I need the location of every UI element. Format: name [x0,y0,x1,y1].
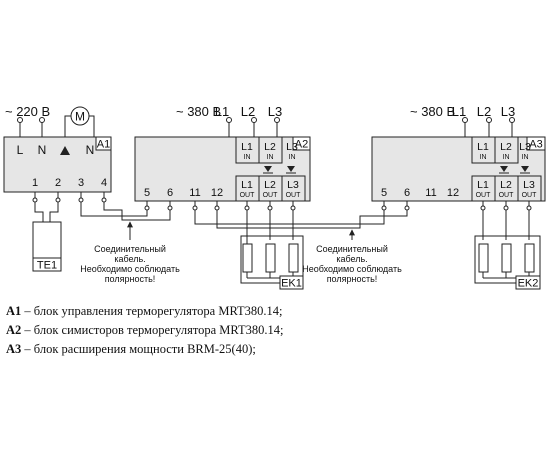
block-a2: A2 ~ 380 В L1 L2 L3 L1 L2 L3 IN IN IN L1… [134,104,311,290]
a1-id-box [95,136,112,151]
a2-voltage: ~ 380 В [176,104,221,119]
block-a1: A1 ~ 220 В M L N N 1 2 3 4 [3,104,112,272]
wiring-diagram: A1 ~ 220 В M L N N 1 2 3 4 [3,104,546,290]
svg-text:полярность!: полярность! [327,274,378,284]
a1-id: A1 [97,139,110,151]
heater-ek1: EK1 [240,235,304,290]
sensor-label: TE1 [37,260,57,272]
a1-top-terminal: N [86,143,95,157]
a2-out-label: L1 [241,179,253,191]
svg-text:Необходимо соблюдать: Необходимо соблюдать [302,264,402,274]
a2-phase: L2 [241,104,255,119]
a2-phase: L1 [215,104,229,119]
a2-body [134,136,311,202]
svg-text:кабель.: кабель. [336,254,367,264]
phase-triangle-icon [60,146,70,155]
a2-bottom-terminal: 5 [144,187,150,199]
svg-text:кабель.: кабель. [114,254,145,264]
svg-text:IN: IN [480,154,487,161]
svg-text:IN: IN [289,154,296,161]
svg-text:Соединительный: Соединительный [316,244,388,254]
cable-a2-a3 [194,210,408,229]
a2-phase: L3 [268,104,282,119]
a2-out-label: L2 [264,179,276,191]
svg-text:Соединительный: Соединительный [94,244,166,254]
a2-out-label: L3 [287,179,299,191]
svg-text:OUT: OUT [476,192,492,199]
a3-id-box [526,136,546,151]
svg-text:OUT: OUT [499,192,515,199]
note-right: Соединительный кабель. Необходимо соблюд… [302,244,402,284]
a1-bottom-terminal: 4 [101,177,107,189]
a1-bottom-terminal: 3 [78,177,84,189]
a3-id: A3 [529,139,542,151]
a2-id-box [292,136,311,151]
a3-in-label: L2 [500,141,512,153]
a3-out-label: L3 [523,179,535,191]
svg-text:IN: IN [244,154,251,161]
legend-row: A3 – блок расширения мощности BRM-25(40)… [6,342,256,356]
a1-top-terminal: N [38,143,47,157]
a2-in-label: L3 [286,141,298,153]
cable-a1-a2 [80,202,171,221]
a2-id: A2 [295,139,308,151]
svg-text:OUT: OUT [522,192,538,199]
a1-bottom-terminal: 2 [55,177,61,189]
a2-in-label: L1 [241,141,253,153]
block-a3: A3 ~ 380 В L1 L2 L3 L1 L2 L3 IN IN IN L1… [371,104,546,290]
load-label: EK1 [281,278,302,290]
a3-body [371,136,546,202]
a1-top-terminal: L [17,143,24,157]
svg-text:IN: IN [267,154,274,161]
a2-in-label: L2 [264,141,276,153]
triac-icon [499,166,530,174]
a3-bottom-terminal: 11 [425,187,436,199]
motor-icon: M [70,106,90,126]
svg-text:M: M [75,110,85,124]
svg-text:OUT: OUT [286,192,302,199]
a2-bottom-terminal: 6 [167,187,173,199]
a2-bottom-terminal: 11 [189,187,200,199]
svg-text:Необходимо соблюдать: Необходимо соблюдать [80,264,180,274]
a1-body [3,136,112,193]
a3-in-label: L3 [519,141,531,153]
a1-bottom-terminal: 1 [32,177,38,189]
a3-out-label: L1 [477,179,489,191]
heater-ek2: EK2 [474,235,541,290]
svg-text:OUT: OUT [240,192,256,199]
legend-row: A1 – блок управления терморегулятора MRT… [6,304,283,318]
svg-text:IN: IN [503,154,510,161]
a3-out-label: L2 [500,179,512,191]
legend: A1 – блок управления терморегулятора MRT… [6,302,546,359]
sensor-te1 [32,221,62,259]
a3-bottom-terminal: 6 [404,187,410,199]
a2-bottom-terminal: 12 [211,187,223,199]
a3-bottom-terminal: 12 [447,187,459,199]
svg-text:OUT: OUT [263,192,279,199]
load-label: EK2 [518,278,539,290]
a3-in-label: L1 [477,141,489,153]
a3-phase: L1 [452,104,466,119]
a1-voltage: ~ 220 В [5,104,50,119]
legend-row: A2 – блок симисторов терморегулятора MRT… [6,323,284,337]
triac-icon [263,166,296,174]
svg-text:IN: IN [522,154,529,161]
a3-voltage: ~ 380 В [410,104,455,119]
note-left: Соединительный кабель. Необходимо соблюд… [80,244,180,284]
a3-phase: L2 [477,104,491,119]
a3-bottom-terminal: 5 [381,187,387,199]
svg-text:полярность!: полярность! [105,274,156,284]
a3-phase: L3 [501,104,515,119]
